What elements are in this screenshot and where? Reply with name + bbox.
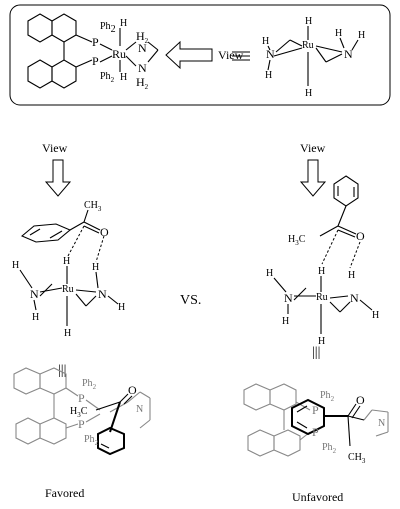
top-n-upper: N <box>138 41 147 55</box>
right-view-arrow <box>299 159 327 197</box>
svg-text:H: H <box>118 302 125 313</box>
svg-text:N: N <box>344 47 353 61</box>
right-h3c: H3C <box>288 234 306 247</box>
left-acetophenone <box>20 209 105 263</box>
svg-text:H: H <box>32 312 39 323</box>
unfavored-label: Unfavored <box>292 490 343 504</box>
svg-text:H: H <box>265 70 272 81</box>
fav-h3c: H3C <box>70 406 88 419</box>
fav-o: O <box>128 383 137 397</box>
top-p-upper: P <box>92 35 99 49</box>
svg-text:H: H <box>305 88 312 99</box>
right-acetophenone <box>319 175 361 269</box>
vs-label: VS. <box>180 293 201 308</box>
svg-text:H: H <box>372 310 379 321</box>
fav-ph2-lower: Ph2 <box>84 434 99 447</box>
unfav-p-lower: P <box>312 425 319 439</box>
fav-p-upper: P <box>78 391 85 405</box>
left-equiv-mark: ||| <box>58 363 66 378</box>
svg-text:H: H <box>282 316 289 327</box>
svg-text:H: H <box>318 336 325 347</box>
svg-text:H: H <box>12 260 19 271</box>
top-view-arrow <box>165 40 213 70</box>
left-view-label: View <box>42 141 68 155</box>
svg-text:H: H <box>358 30 365 41</box>
top-nh2-lower: H2 <box>136 75 149 91</box>
unfav-n: N <box>378 418 385 429</box>
svg-text:N: N <box>284 291 293 305</box>
unfavored-complex <box>243 383 389 457</box>
top-ru-bonds <box>99 28 159 72</box>
right-o: O <box>356 229 365 243</box>
unfav-ph2-upper: Ph2 <box>320 390 335 403</box>
top-n-lower: N <box>138 61 147 75</box>
top-frame <box>9 4 391 106</box>
unfav-p-upper: P <box>312 403 319 417</box>
svg-text:H: H <box>305 16 312 27</box>
svg-text:H: H <box>348 270 355 281</box>
svg-text:H: H <box>64 328 71 339</box>
equivalence-sign <box>232 51 250 61</box>
top-ru: Ru <box>112 47 126 61</box>
fav-n: N <box>136 404 143 415</box>
svg-text:H: H <box>318 266 325 277</box>
favored-complex <box>13 367 151 456</box>
top-ru-diamine: H Ru H N N H H H H <box>262 16 365 99</box>
favored-label: Favored <box>45 486 84 500</box>
svg-text:H: H <box>92 262 99 273</box>
svg-text:H: H <box>63 256 70 267</box>
unfav-o: O <box>356 393 365 407</box>
svg-text:N: N <box>98 287 107 301</box>
left-view-arrow <box>44 159 72 197</box>
right-equiv-mark: ||| <box>312 345 320 360</box>
svg-text:H: H <box>262 36 269 47</box>
top-h-upper: H <box>120 18 127 29</box>
left-o: O <box>100 225 109 239</box>
unfav-ch3: CH3 <box>348 452 366 465</box>
svg-text:H: H <box>266 268 273 279</box>
unfav-ph2-lower: Ph2 <box>322 442 337 455</box>
top-p-lower: P <box>92 54 99 68</box>
svg-text:Ru: Ru <box>62 284 74 295</box>
right-ru-diamine: H H Ru H N N H H H <box>266 266 379 347</box>
left-ch3: CH3 <box>84 200 102 213</box>
svg-text:N: N <box>350 291 359 305</box>
right-view-label: View <box>300 141 326 155</box>
left-ru-diamine: H H Ru H N N H H H <box>12 256 125 339</box>
fav-p-lower: P <box>78 417 85 431</box>
svg-text:H: H <box>335 28 342 39</box>
svg-text:Ru: Ru <box>316 292 328 303</box>
fav-ph2-upper: Ph2 <box>82 378 97 391</box>
top-ph2-upper: Ph2 <box>100 21 116 35</box>
svg-text:N: N <box>266 47 275 61</box>
top-h-lower: H <box>120 72 127 83</box>
top-binap-naphthalenes <box>27 13 93 89</box>
top-ph2-lower: Ph2 <box>100 71 115 84</box>
svg-text:N: N <box>30 287 39 301</box>
svg-text:Ru: Ru <box>302 40 314 51</box>
top-nh2-upper: H2 <box>136 29 149 45</box>
